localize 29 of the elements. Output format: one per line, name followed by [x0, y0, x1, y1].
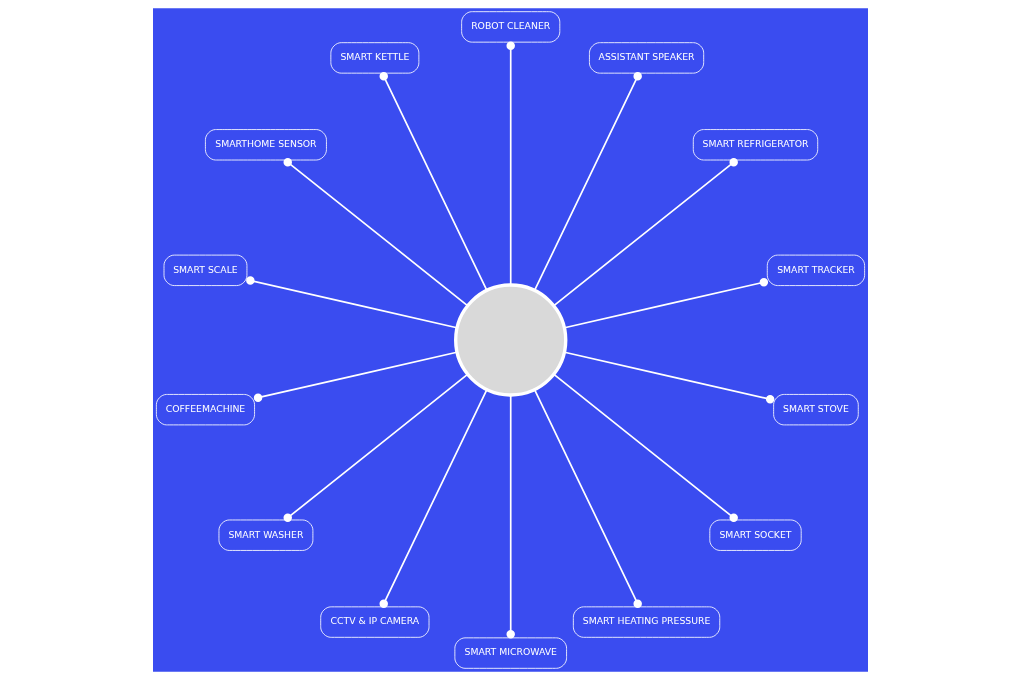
- node-box: ROBOT CLEANER: [460, 11, 560, 43]
- connector: [283, 157, 468, 307]
- connector: [533, 388, 642, 608]
- connector: [563, 278, 768, 329]
- node-box: SMART TRACKER: [766, 254, 865, 286]
- connector: [552, 157, 738, 307]
- connector: [506, 41, 515, 286]
- connector: [379, 388, 488, 608]
- node-box: SMART MICROWAVE: [453, 637, 567, 669]
- connector: [253, 351, 458, 402]
- connector: [379, 72, 488, 292]
- node-box: SMART HEATING PRESSURE: [572, 606, 720, 638]
- node-box: ASSISTANT SPEAKER: [588, 42, 704, 74]
- connector: [506, 394, 515, 639]
- node-box: SMART REFRIGERATOR: [692, 129, 818, 161]
- node-box: SMART SOCKET: [708, 519, 802, 551]
- connector: [563, 351, 774, 404]
- connector: [552, 373, 738, 523]
- node-box: SMARTHOME SENSOR: [204, 129, 327, 161]
- connector: [533, 72, 642, 292]
- connector: [283, 373, 468, 523]
- node-box: CCTV & IP CAMERA: [319, 606, 429, 638]
- node-box: SMART KETTLE: [329, 42, 419, 74]
- connector: [245, 276, 458, 329]
- node-box: SMART WASHER: [218, 519, 313, 551]
- node-box: COFFEEMACHINE: [155, 394, 255, 426]
- node-circle: [453, 283, 567, 397]
- node-box: SMART SCALE: [163, 254, 247, 286]
- node-box: SMART STOVE: [772, 394, 859, 426]
